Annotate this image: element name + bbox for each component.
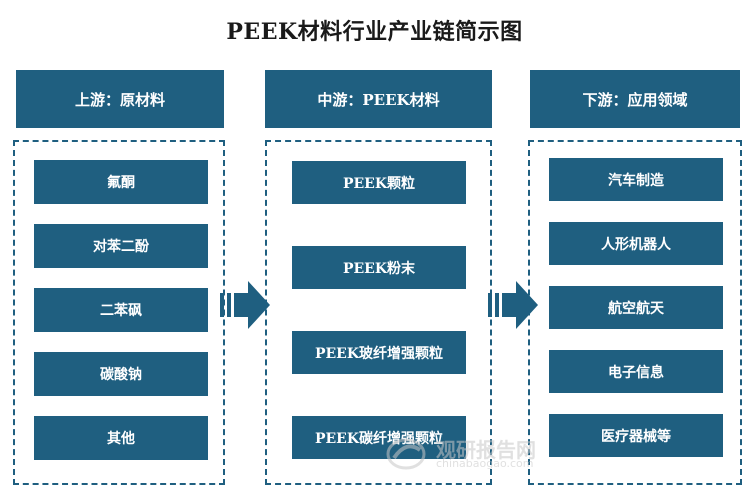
watermark-logo-icon (386, 438, 426, 470)
downstream-item: 医疗器械等 (549, 414, 723, 457)
diagram-title: PEEK材料行业产业链简示图 (226, 19, 523, 45)
midstream-header: 中游：PEEK材料 (265, 70, 492, 128)
upstream-item: 其他 (34, 416, 208, 460)
watermark-url: chinabaogao.com (436, 457, 534, 470)
upstream-item: 氟酮 (34, 160, 208, 204)
downstream-item: 电子信息 (549, 350, 723, 393)
downstream-box (528, 140, 742, 485)
upstream-item: 二苯砜 (34, 288, 208, 332)
midstream-item: PEEK粉末 (292, 246, 466, 289)
downstream-item: 人形机器人 (549, 222, 723, 265)
downstream-item: 航空航天 (549, 286, 723, 329)
watermark: 观研报告网 chinabaogao.com (384, 432, 554, 472)
upstream-header: 上游：原材料 (16, 70, 224, 128)
watermark-name: 观研报告网 (436, 438, 536, 462)
midstream-item: PEEK碳纤增强颗粒 (292, 416, 466, 459)
flow-arrow-1 (220, 281, 270, 329)
upstream-item: 对苯二酚 (34, 224, 208, 268)
midstream-item: PEEK颗粒 (292, 161, 466, 204)
downstream-header: 下游：应用领域 (530, 70, 740, 128)
upstream-item: 碳酸钠 (34, 352, 208, 396)
downstream-item: 汽车制造 (549, 158, 723, 201)
midstream-item: PEEK玻纤增强颗粒 (292, 331, 466, 374)
flow-arrow-2 (488, 281, 538, 329)
